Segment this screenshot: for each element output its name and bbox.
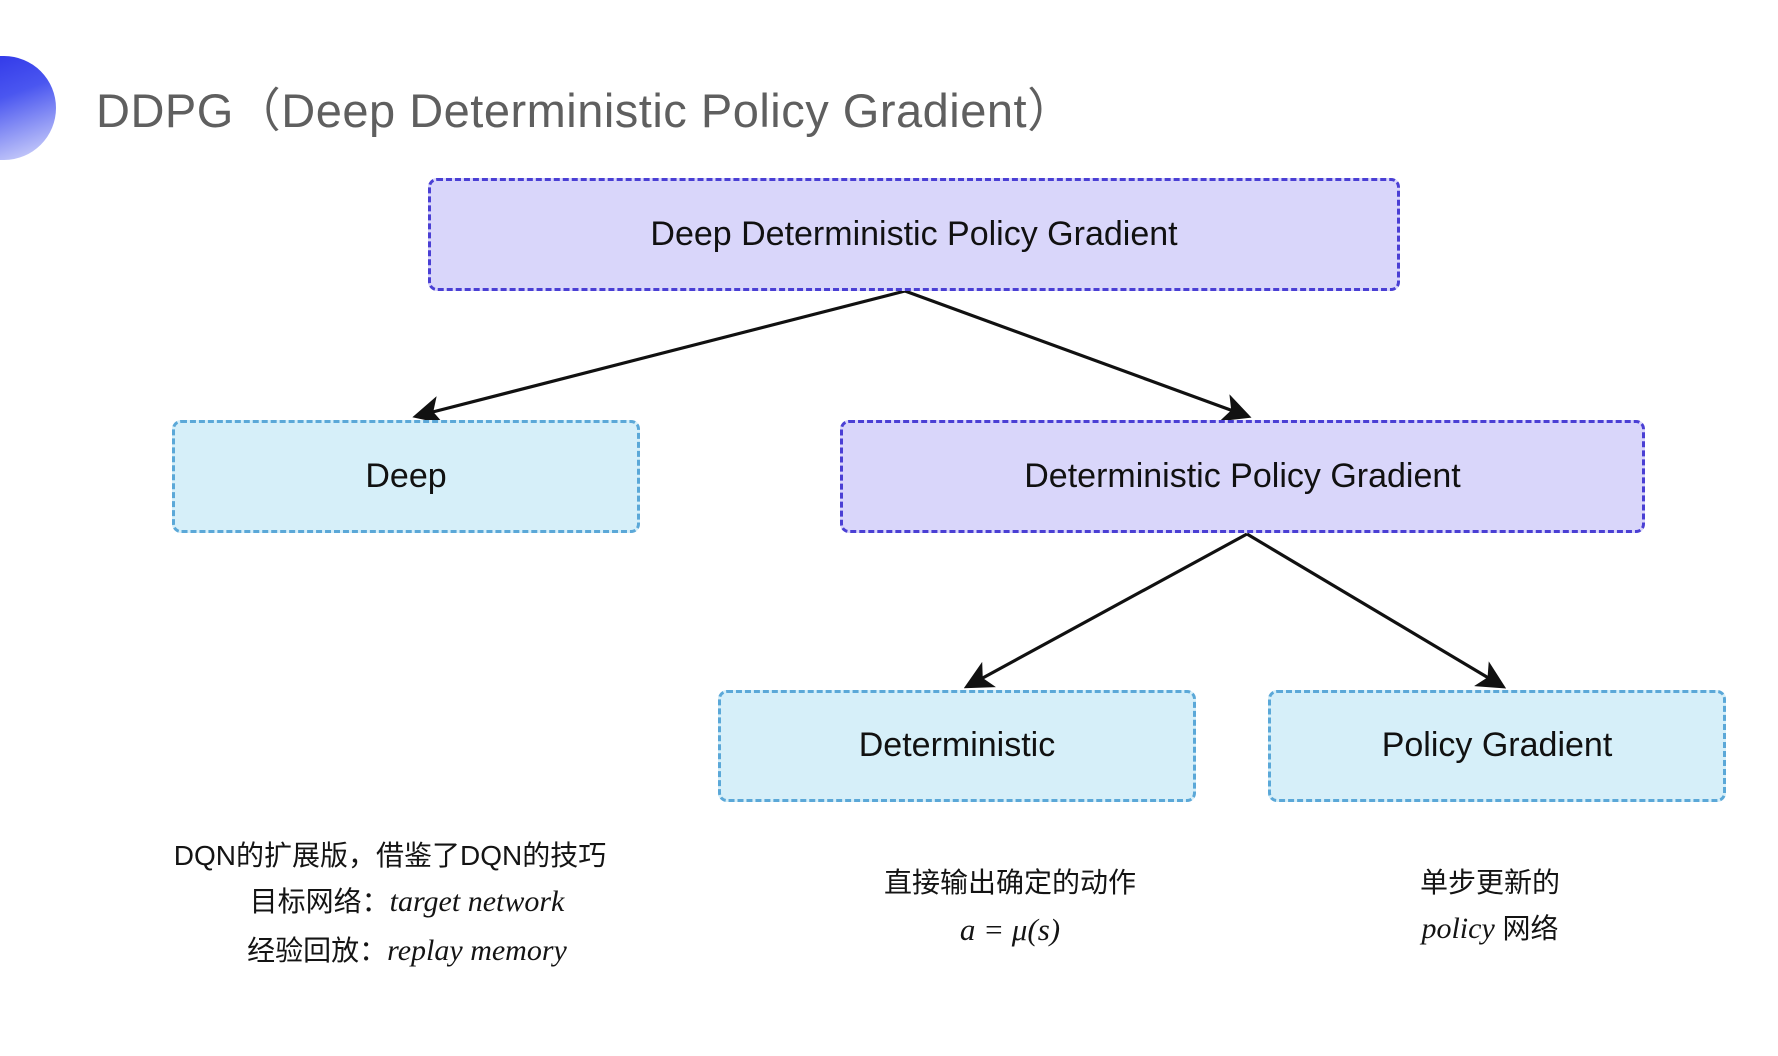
caption-deep-line3-term: replay memory	[387, 933, 567, 967]
node-label: Deep Deterministic Policy Gradient	[650, 214, 1178, 253]
caption-policy-suffix: 网络	[1494, 913, 1559, 945]
node-deep[interactable]: Deep	[172, 420, 640, 533]
caption-deterministic-formula: a = μ(s)	[959, 912, 1061, 948]
node-deterministic[interactable]: Deterministic	[718, 690, 1196, 802]
caption-deep-line3-label: 经验回放：	[247, 934, 388, 966]
edge-dpg-to-deterministic	[963, 532, 1248, 689]
edge-root-to-dpg	[904, 289, 1252, 422]
node-label: Deterministic Policy Gradient	[1024, 456, 1461, 495]
node-label: Deep	[365, 456, 447, 495]
caption-policy-term: policy	[1421, 912, 1495, 946]
caption-deep-line2-label: 目标网络：	[249, 886, 390, 918]
caption-deep-line3: 经验回放：replay memory	[110, 927, 670, 976]
node-policy-gradient[interactable]: Policy Gradient	[1268, 690, 1726, 802]
caption-deep-line2: 目标网络：target network	[110, 878, 670, 927]
caption-policy-line1: 单步更新的	[1419, 867, 1560, 898]
title-bullet-icon	[0, 56, 56, 160]
caption-deterministic: 直接输出确定的动作 a = μ(s)	[740, 860, 1280, 956]
node-label: Deterministic	[858, 726, 1056, 765]
edge-root-to-deep	[412, 289, 906, 424]
node-label: Policy Gradient	[1381, 726, 1613, 765]
caption-deterministic-line1: 直接输出确定的动作	[883, 867, 1136, 898]
caption-deep-line1: DQN的扩展版，借鉴了DQN的技巧	[173, 840, 607, 871]
node-deterministic-policy-gradient[interactable]: Deterministic Policy Gradient	[840, 420, 1645, 533]
page-title: DDPG（Deep Deterministic Policy Gradient）	[96, 84, 1075, 137]
edge-dpg-to-policy-gradient	[1246, 532, 1507, 689]
caption-deep: DQN的扩展版，借鉴了DQN的技巧 目标网络：target network 经验…	[110, 833, 670, 976]
caption-policy-line2: policy 网络	[1250, 905, 1730, 954]
caption-policy-gradient: 单步更新的 policy 网络	[1250, 860, 1730, 954]
node-deep-deterministic-policy-gradient[interactable]: Deep Deterministic Policy Gradient	[428, 178, 1400, 291]
caption-deep-line2-term: target network	[389, 885, 565, 919]
